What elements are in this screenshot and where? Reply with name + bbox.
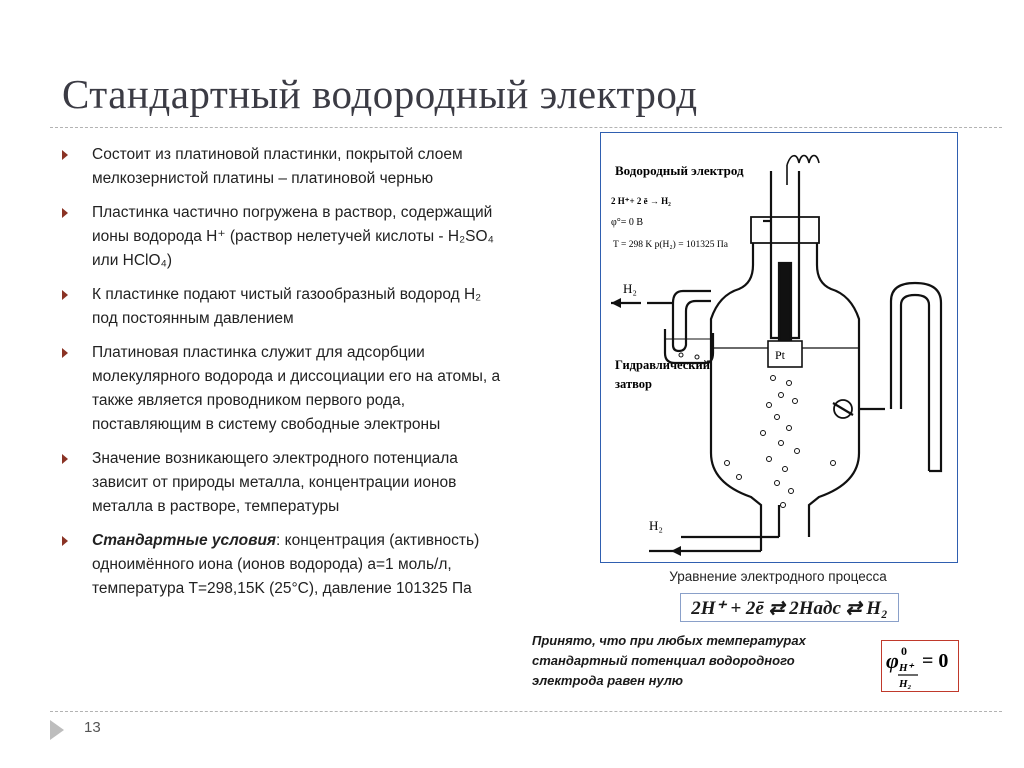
bullet-item: Пластинка частично погружена в раствор, …: [62, 201, 502, 273]
standard-potential-formula: φ 0 H⁺ H₂ = 0: [886, 644, 948, 690]
seal-label-line1: Гидравлический: [615, 358, 710, 372]
diagram-title: Водородный электрод: [615, 163, 744, 178]
bullet-item: Стандартные условия: концентрация (актив…: [62, 529, 502, 601]
bullet-item: К пластинке подают чистый газообразный в…: [62, 283, 502, 331]
bullet-item: Платиновая пластинка служит для адсорбци…: [62, 341, 502, 437]
diagram-potential: φ°= 0 B: [611, 217, 643, 228]
standard-potential-box: φ 0 H⁺ H₂ = 0: [881, 640, 959, 692]
glassware-outline: [611, 154, 943, 553]
phi-subscript-top: H⁺: [898, 662, 915, 674]
h2-in-arrow-icon: [671, 546, 681, 556]
phi-superscript: 0: [901, 644, 907, 658]
slide-number: 13: [84, 719, 101, 736]
play-icon: [50, 720, 64, 740]
pt-label: Pt: [775, 348, 786, 362]
standard-conditions-emphasis: Стандартные условия: [92, 532, 277, 549]
bullet-arrow-icon: [62, 454, 68, 464]
phi-symbol: φ: [886, 648, 899, 673]
h2-out-label: H₂: [623, 281, 637, 296]
electrode-equation: 2H⁺ + 2ē ⇄ 2Hадс ⇄ H₂: [691, 598, 888, 619]
title-divider: [50, 127, 1002, 128]
hydrogen-electrode-diagram: Водородный электрод 2 H⁺+ 2 ē → H₂ φ°= 0…: [600, 132, 958, 563]
bullet-arrow-icon: [62, 290, 68, 300]
bullet-arrow-icon: [62, 536, 68, 546]
equation-box: 2H⁺ + 2ē ⇄ 2Hадс ⇄ H₂: [680, 593, 899, 622]
slide-title: Стандартный водородный электрод: [62, 71, 698, 117]
diagram-conditions: T = 298 K p(H₂) = 101325 Па: [613, 239, 729, 250]
bullet-arrow-icon: [62, 150, 68, 160]
platinum-plate: [767, 340, 803, 368]
hydrogen-bubbles: [678, 352, 836, 508]
equation-caption: Уравнение электродного процесса: [669, 569, 887, 584]
h2-out-arrow-icon: [611, 298, 621, 308]
bullet-arrow-icon: [62, 208, 68, 218]
bullet-item: Состоит из платиновой пластинки, покрыто…: [62, 143, 502, 191]
seal-label-line2: затвор: [615, 377, 652, 391]
bullet-item: Значение возникающего электродного потен…: [62, 447, 502, 519]
phi-subscript-bottom: H₂: [898, 678, 912, 690]
bullet-arrow-icon: [62, 348, 68, 358]
diagram-reaction: 2 H⁺+ 2 ē → H₂: [611, 196, 671, 206]
h2-in-label: H₂: [649, 518, 663, 533]
phi-value: = 0: [922, 650, 948, 672]
zero-potential-note: Принято, что при любых температурах стан…: [532, 633, 806, 688]
bullet-list: Состоит из платиновой пластинки, покрыто…: [62, 143, 502, 611]
footer-divider: [50, 711, 1002, 712]
electrode-apparatus-illustration: Водородный электрод 2 H⁺+ 2 ē → H₂ φ°= 0…: [611, 154, 943, 556]
